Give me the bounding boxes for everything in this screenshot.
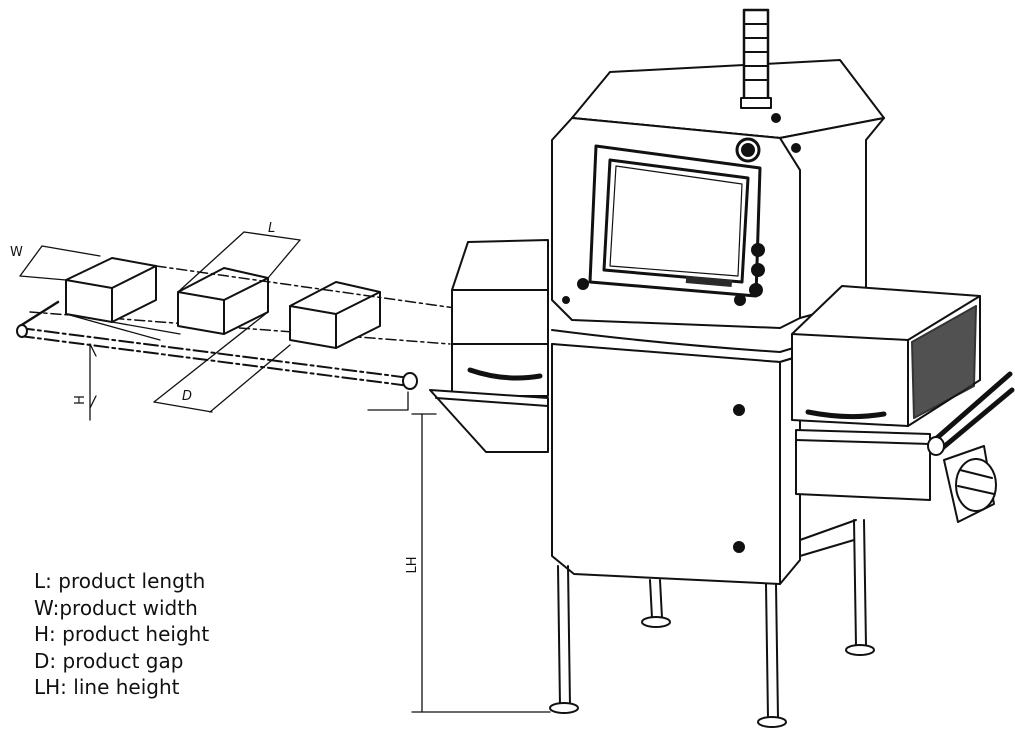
- legend-key: H:: [34, 622, 56, 646]
- support-legs: [549, 519, 875, 728]
- product-box-1: [65, 257, 157, 323]
- legend-key: LH:: [34, 675, 67, 699]
- legend-key: L:: [34, 569, 52, 593]
- touch-screen: [588, 144, 762, 298]
- legend-item-width: W:product width: [34, 595, 209, 622]
- legend-text: product gap: [62, 648, 184, 673]
- infeed-tunnel: [429, 239, 549, 453]
- dim-label-height: H: [73, 395, 88, 405]
- dim-label-width: W: [10, 245, 23, 260]
- legend-item-height: H: product height: [34, 621, 209, 648]
- legend-item-gap: D: product gap: [34, 648, 209, 675]
- legend-text: product width: [59, 595, 198, 620]
- legend-item-length: L: product length: [34, 568, 209, 595]
- product-box-2: [177, 267, 269, 335]
- outfeed-tunnel: [791, 285, 981, 501]
- legend-text: product length: [58, 569, 206, 593]
- legend-text: product height: [62, 622, 210, 646]
- legend-key: D:: [34, 648, 57, 673]
- legend-key: W:: [34, 595, 60, 620]
- dim-label-line-height: LH: [405, 556, 420, 573]
- legend: L: product length W:product width H: pro…: [34, 568, 209, 701]
- dim-label-gap: D: [182, 389, 192, 404]
- control-buttons: [735, 137, 765, 297]
- product-box-3: [289, 281, 381, 349]
- stack-light: [740, 8, 772, 109]
- legend-item-line-height: LH: line height: [34, 674, 209, 701]
- dim-label-length: L: [268, 221, 275, 236]
- dimension-lines: [19, 231, 551, 713]
- outfeed-conveyor: [927, 371, 1015, 523]
- infeed-belt: [16, 300, 451, 390]
- legend-text: line height: [73, 675, 180, 699]
